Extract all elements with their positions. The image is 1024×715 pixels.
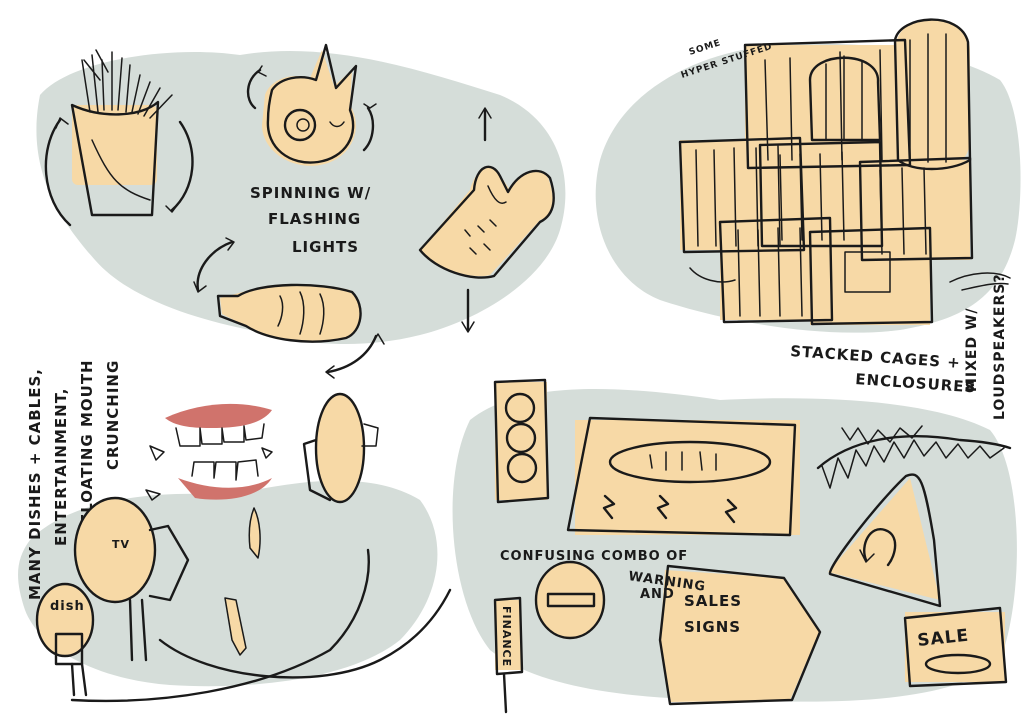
floating-mouth-drawing [145, 403, 273, 656]
plastic-bag-drawing [418, 107, 555, 333]
spinning-caption: SPINNING W/ FLASHING LIGHTS [250, 184, 371, 256]
bottle-drawing [193, 237, 385, 379]
bunting-drawing [816, 425, 1012, 489]
sales-caption-line1: SALES [684, 592, 742, 610]
small-dish-label: dish [50, 599, 85, 614]
dishes-caption-line3: FLOATING MOUTH [78, 359, 96, 524]
spinning-caption-line2: FLASHING [268, 210, 361, 228]
satellite-dishes-drawing: TV dish [35, 392, 452, 703]
sales-hexagon-drawing [658, 564, 822, 706]
spinning-caption-line1: SPINNING W/ [250, 184, 371, 202]
sales-caption-line2: SIGNS [684, 618, 741, 636]
no-entry-sign-drawing [534, 560, 606, 640]
triangle-sign-drawing [828, 473, 942, 608]
tv-dish-label: TV [112, 538, 130, 551]
finance-sign-drawing: FINANCE [493, 596, 524, 714]
dishes-caption-line1: MANY DISHES + CABLES, [26, 368, 44, 600]
blob-top-left [36, 50, 566, 345]
mixed-caption-line2: LOUDSPEAKERS? [992, 274, 1008, 420]
confusing-caption-line3: AND [640, 587, 675, 602]
stacked-caption-line2: ENCLOSURES [855, 370, 977, 396]
stacked-caption: STACKED CAGES + ENCLOSURES MIXED W/ LOUD… [790, 274, 1008, 420]
spinning-caption-line3: LIGHTS [292, 238, 359, 256]
finance-sign-label: FINANCE [500, 606, 513, 667]
confusing-caption-line1: CONFUSING COMBO OF [500, 549, 688, 564]
dishes-caption-line2: ENTERTAINMENT, [52, 388, 70, 547]
sale-sign-drawing: SALE [903, 606, 1008, 688]
dishes-caption-line4: CRUNCHING [104, 360, 122, 470]
some-note-line1: SOME [688, 38, 723, 58]
traffic-light-drawing [493, 378, 550, 504]
fireball-drawing [246, 43, 377, 166]
stacked-caption-line1: STACKED CAGES + [790, 342, 962, 372]
warning-board-drawing [566, 416, 800, 537]
dishes-caption: MANY DISHES + CABLES, ENTERTAINMENT, FLO… [26, 359, 122, 600]
mixed-caption-line1: MIXED W/ [964, 307, 980, 392]
stacked-cages-drawing [678, 18, 1011, 326]
fries-drawing [44, 49, 194, 227]
confusing-caption: CONFUSING COMBO OF WARNING AND SALES SIG… [500, 549, 742, 636]
